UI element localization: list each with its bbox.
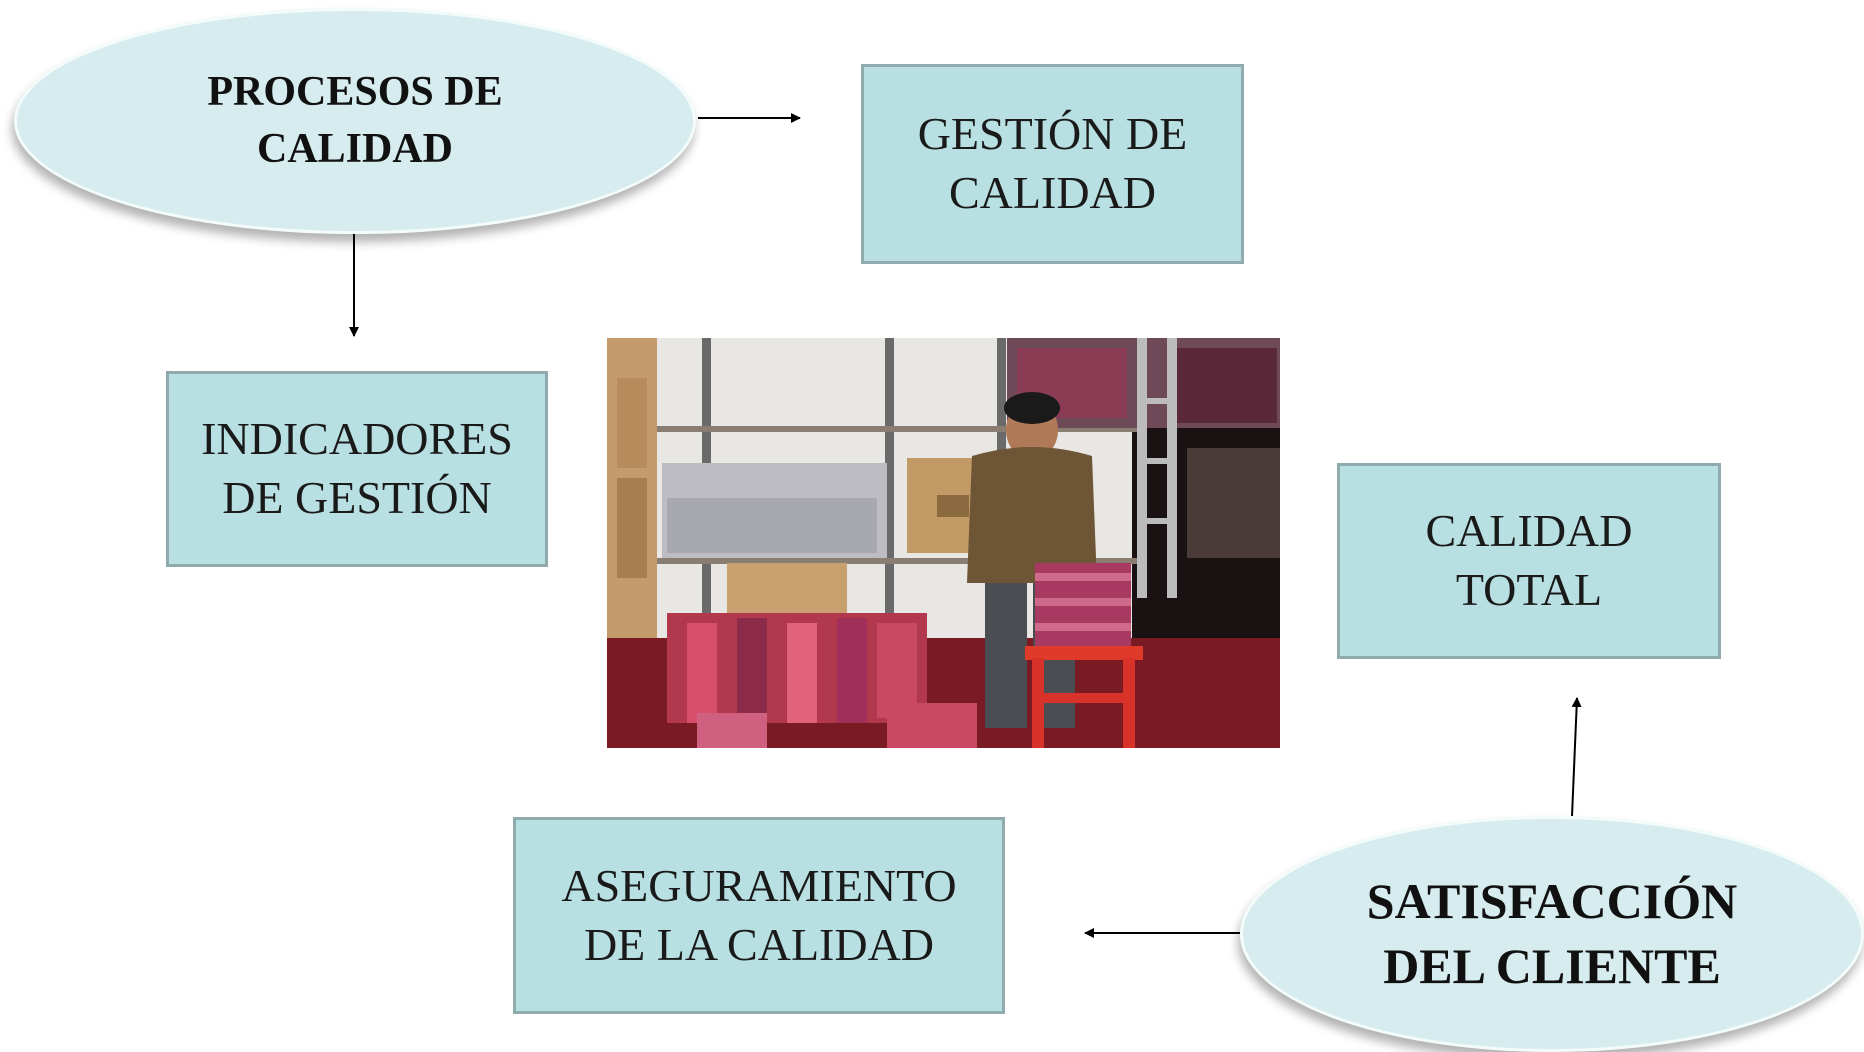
node-satisfaccion-line1: SATISFACCIÓN [1366,873,1738,929]
node-indicadores-line2: DE GESTIÓN [222,472,492,523]
node-calidad-total-line1: CALIDAD [1425,505,1633,557]
node-calidad-total-line2: TOTAL [1455,564,1603,615]
node-indicadores-line1: INDICADORES [201,413,513,465]
node-aseguramiento-line2: DE LA CALIDAD [583,918,935,970]
node-indicadores-de-gestion: INDICADORES DE GESTIÓN [166,371,548,567]
node-gestion-line1: GESTIÓN DE [917,108,1188,160]
node-aseguramiento-de-la-calidad: ASEGURAMIENTO DE LA CALIDAD [513,817,1005,1014]
node-procesos-line2: CALIDAD [256,126,453,172]
node-satisfaccion-line2: DEL CLIENTE [1383,938,1721,994]
arrow-satisfaccion-to-calidad-total [1571,697,1582,817]
warehouse-worker-photo [607,338,1280,748]
node-gestion-de-calidad: GESTIÓN DE CALIDAD [861,64,1244,264]
node-aseguramiento-line1: ASEGURAMIENTO [561,859,957,911]
node-procesos-line1: PROCESOS DE [207,69,503,116]
node-gestion-line2: CALIDAD [949,167,1156,218]
node-calidad-total: CALIDAD TOTAL [1337,463,1721,659]
node-procesos-de-calidad: PROCESOS DE CALIDAD [14,8,696,234]
node-satisfaccion-del-cliente: SATISFACCIÓN DEL CLIENTE [1240,816,1864,1052]
